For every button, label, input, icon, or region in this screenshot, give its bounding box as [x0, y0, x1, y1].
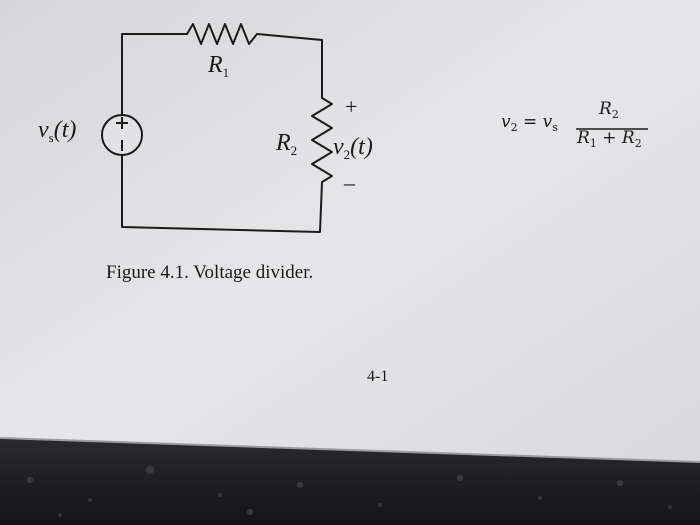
r2-symbol: R — [276, 130, 291, 156]
eq-den-plus: + — [596, 128, 622, 148]
paper-edge — [0, 437, 700, 463]
output-voltage-label: v2(t) — [333, 134, 373, 162]
wire-top-left — [121, 33, 188, 152]
r1-subscript: 1 — [222, 65, 230, 80]
source-voltage-argument: (t) — [53, 117, 77, 143]
eq-num-sub: 2 — [611, 108, 619, 121]
equation-numerator: R2 — [599, 99, 619, 121]
eq-den-r1: R — [577, 128, 590, 148]
equation-left-side: v2 = vs — [501, 112, 558, 134]
voltage-source-circle — [101, 114, 143, 156]
output-voltage-subscript: 2 — [343, 147, 351, 162]
output-voltage-argument: (t) — [350, 134, 373, 160]
figure-caption: Figure 4.1. Voltage divider. — [106, 262, 314, 283]
equation-denominator: R1 + R2 — [577, 128, 642, 150]
eq-den-r2-sub: 2 — [634, 137, 642, 150]
resistor-r2-label: R2 — [276, 130, 298, 158]
output-minus-sign: – — [344, 170, 355, 195]
page-number: 4-1 — [367, 368, 389, 385]
wire-bottom — [121, 150, 323, 233]
resistor-r1-label: R1 — [208, 52, 230, 80]
eq-vs-symbol: v — [542, 112, 553, 132]
wire-top-right — [256, 33, 323, 99]
eq-v2-symbol: v — [501, 112, 511, 132]
eq-den-r2: R — [621, 128, 635, 148]
source-plus-sign — [116, 117, 128, 129]
table-texture — [27, 466, 672, 517]
output-plus-sign: + — [345, 94, 358, 119]
eq-v2-subscript: 2 — [510, 121, 518, 134]
r2-subscript: 2 — [290, 143, 298, 158]
eq-den-r1-sub: 1 — [589, 137, 597, 150]
resistor-r1-zigzag — [186, 23, 258, 45]
source-voltage-label: vs(t) — [38, 117, 77, 145]
eq-num-r: R — [599, 99, 612, 119]
source-voltage-symbol: v — [38, 117, 49, 143]
paper-sheet — [0, 0, 700, 462]
resistor-r2-zigzag — [311, 97, 333, 183]
eq-vs-subscript: s — [552, 121, 558, 134]
source-voltage-subscript: s — [48, 130, 54, 145]
eq-equals-sign: = — [517, 112, 543, 132]
output-voltage-symbol: v — [333, 134, 344, 160]
r1-symbol: R — [208, 52, 223, 78]
equation-fraction-bar — [576, 128, 648, 130]
